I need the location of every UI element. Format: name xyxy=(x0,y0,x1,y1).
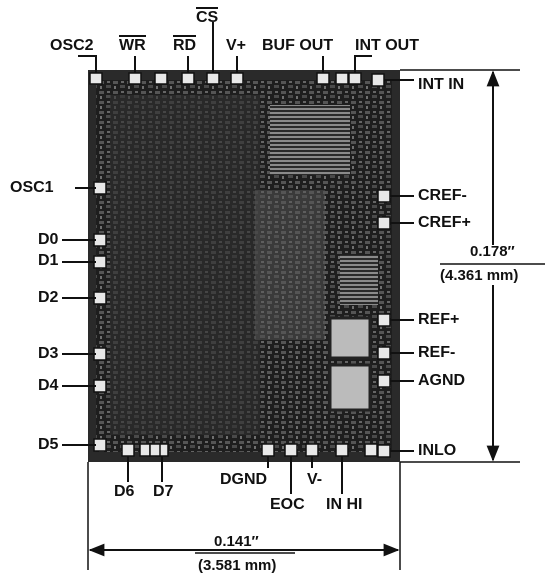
bond-pad-int-out xyxy=(348,72,362,85)
bond-pad-in-hi xyxy=(335,443,349,457)
bond-pad-bottom-extra-2 xyxy=(149,443,161,457)
height-dim-mm: (4.361 mm) xyxy=(440,267,519,284)
pin-label-dgnd: DGND xyxy=(220,471,268,488)
bond-pad-ref-plus xyxy=(377,313,391,327)
bond-pad-wr xyxy=(128,72,142,85)
bond-pad-dgnd xyxy=(261,443,275,457)
pin-label-osc1: OSC1 xyxy=(10,179,54,196)
pin-label-agnd: AGND xyxy=(418,372,466,389)
bond-pad-top-extra-1 xyxy=(154,72,168,85)
pin-label-cs: CS xyxy=(196,7,219,26)
pin-label-inlo: INLO xyxy=(418,442,457,459)
bond-pad-buf-out xyxy=(316,72,330,85)
bond-pad-agnd xyxy=(377,374,391,388)
pin-label-buf-out: BUF OUT xyxy=(262,37,334,54)
bond-pad-vminus xyxy=(305,443,319,457)
bond-pad-inlo xyxy=(377,444,391,458)
bond-pad-int-in xyxy=(371,73,385,87)
die-region-logic xyxy=(110,95,260,435)
bond-pad-osc2 xyxy=(89,72,103,85)
pin-label-eoc: EOC xyxy=(270,496,305,513)
pin-label-vminus: V- xyxy=(307,471,323,488)
pin-label-d6: D6 xyxy=(114,483,135,500)
bond-pad-cref-plus xyxy=(377,216,391,230)
pin-label-d7: D7 xyxy=(153,483,174,500)
height-dim-inches: 0.178″ xyxy=(470,243,515,260)
die-region-ram xyxy=(270,105,350,175)
leader-osc2 xyxy=(78,55,97,73)
pin-label-d0: D0 xyxy=(38,231,59,248)
bond-pad-d6 xyxy=(121,443,135,457)
pin-label-rd: RD xyxy=(173,35,197,54)
bond-pad-eoc xyxy=(284,443,298,457)
pin-label-int-out: INT OUT xyxy=(355,37,419,54)
pin-label-vplus: V+ xyxy=(226,37,247,54)
die-region-analog-1 xyxy=(328,316,372,360)
bond-pad-vplus xyxy=(230,72,244,85)
bond-pad-top-extra-2 xyxy=(335,72,349,85)
pin-label-cref-plus: CREF+ xyxy=(418,214,471,231)
width-dim-mm: (3.581 mm) xyxy=(198,557,277,574)
die-region-mid xyxy=(255,190,325,340)
width-dim-inches: 0.141″ xyxy=(214,533,259,550)
pin-label-cref-minus: CREF- xyxy=(418,187,467,204)
pin-label-ref-minus: REF- xyxy=(418,344,456,361)
pin-label-d4: D4 xyxy=(38,377,59,394)
die-region-cap xyxy=(340,255,378,305)
bond-pad-ref-minus xyxy=(377,346,391,360)
bond-pad-rd xyxy=(181,72,195,85)
pin-label-osc2: OSC2 xyxy=(50,37,94,54)
pin-label-int-in: INT IN xyxy=(418,76,465,93)
die-region-analog-2 xyxy=(328,363,372,412)
pin-label-d5: D5 xyxy=(38,436,59,453)
pin-label-d2: D2 xyxy=(38,289,59,306)
bond-pad-cs xyxy=(206,72,220,85)
pin-label-d1: D1 xyxy=(38,252,59,269)
bond-pad-bottom-extra-3 xyxy=(364,443,378,457)
pin-leaders xyxy=(62,22,414,494)
pin-label-in-hi: IN HI xyxy=(326,496,363,513)
pin-label-ref-plus: REF+ xyxy=(418,311,460,328)
bond-pad-cref-minus xyxy=(377,189,391,203)
pin-label-d3: D3 xyxy=(38,345,59,362)
bond-pad-bottom-extra-1 xyxy=(139,443,151,457)
pin-label-wr: WR xyxy=(119,35,146,54)
leader-int-out xyxy=(354,55,372,73)
